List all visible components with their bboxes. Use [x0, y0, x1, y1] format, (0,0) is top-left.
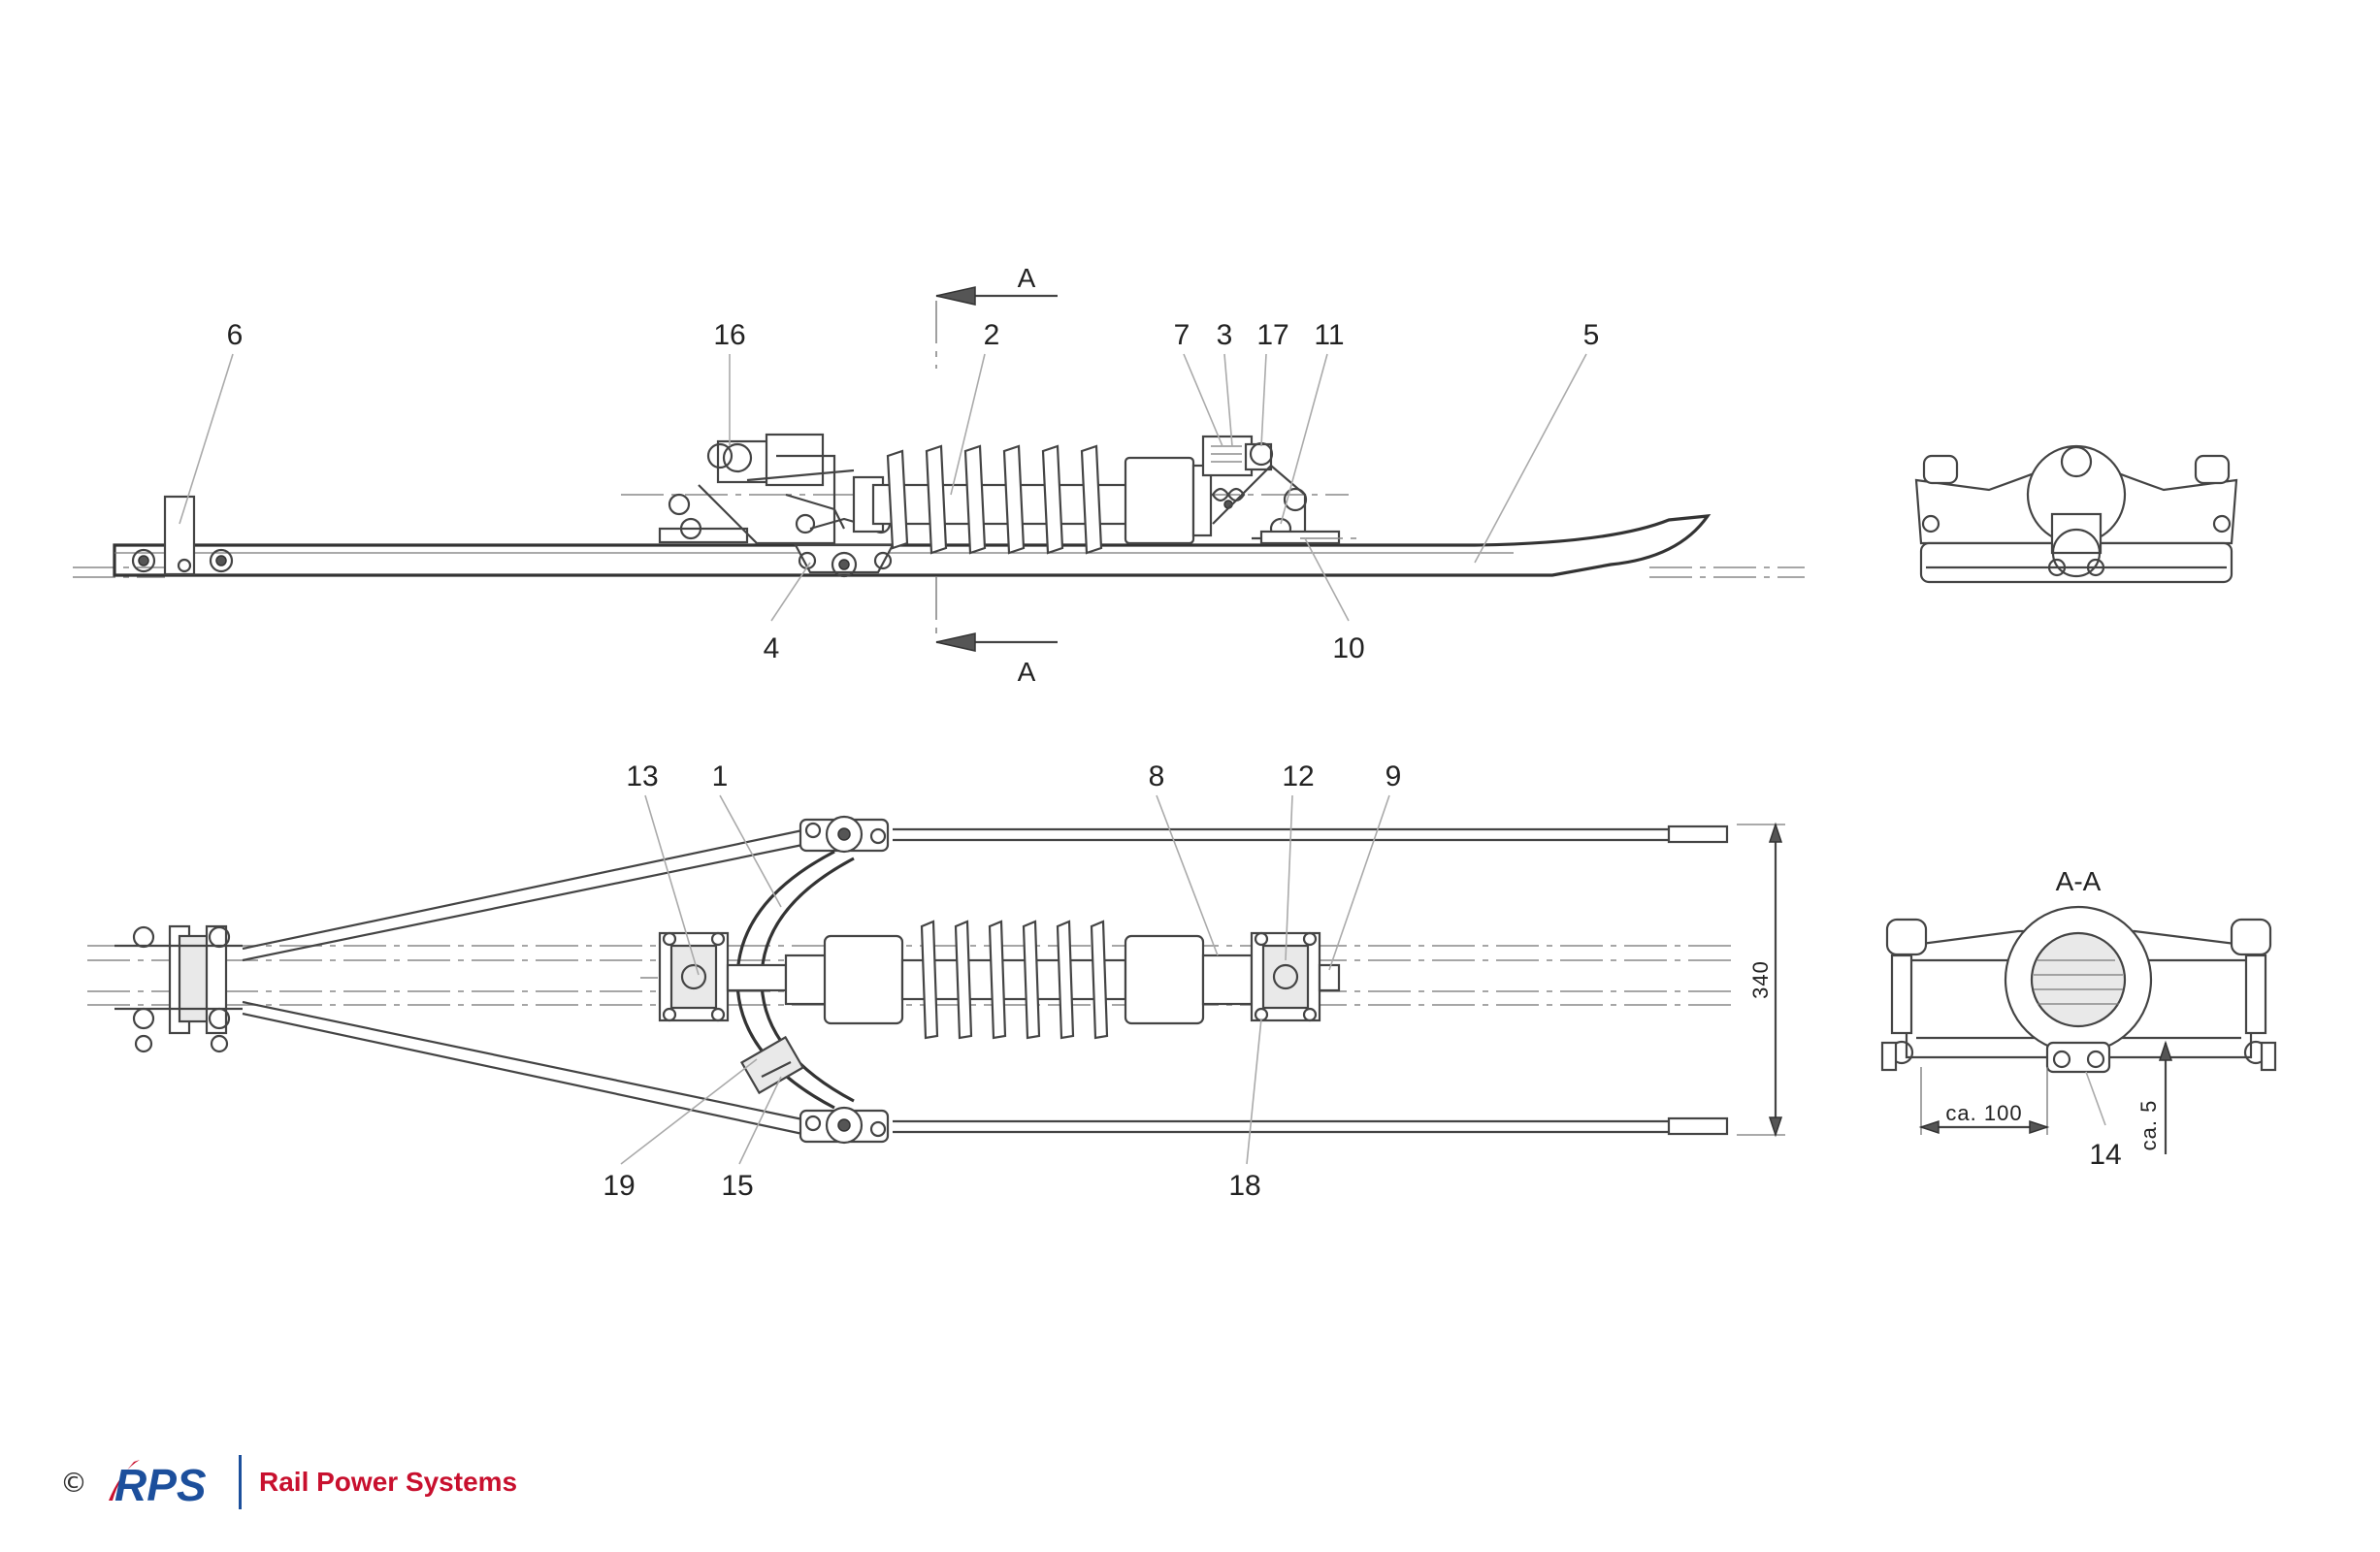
- copyright-symbol: ©: [60, 1466, 87, 1499]
- side-view: [73, 433, 1805, 578]
- part-number-4: 4: [764, 632, 780, 664]
- section-marker-top: A: [1018, 263, 1036, 293]
- part-numbers: 6 16 2 7 3 17 11 5 4 10 13 1 8 12 9 19 1…: [227, 319, 2122, 1202]
- part-number-1: 1: [712, 760, 729, 792]
- part-number-12: 12: [1282, 760, 1314, 792]
- logo-text: RPS: [114, 1460, 207, 1510]
- part-number-19: 19: [603, 1170, 635, 1202]
- part-number-8: 8: [1149, 760, 1165, 792]
- company-name: Rail Power Systems: [259, 1467, 518, 1497]
- part-number-16: 16: [713, 319, 745, 351]
- part-number-2: 2: [984, 319, 1000, 351]
- part-number-11: 11: [1314, 319, 1344, 351]
- section-title: A-A: [2056, 866, 2102, 896]
- footer: © RPS Rail Power Systems: [60, 1448, 517, 1516]
- part-number-17: 17: [1256, 319, 1288, 351]
- part-number-15: 15: [721, 1170, 753, 1202]
- part-number-5: 5: [1583, 319, 1600, 351]
- part-number-3: 3: [1217, 319, 1233, 351]
- rps-logo: RPS: [109, 1460, 207, 1510]
- part-number-6: 6: [227, 319, 244, 351]
- dimension-gap: ca. 5: [2136, 1100, 2161, 1151]
- section-a-a-view: A-A ca. 100 ca. 5: [1880, 866, 2277, 1154]
- dimension-width: 340: [1748, 960, 1773, 999]
- part-number-13: 13: [626, 760, 658, 792]
- part-number-18: 18: [1228, 1170, 1260, 1202]
- section-marker-bottom: A: [1018, 657, 1036, 687]
- part-number-14: 14: [2089, 1139, 2121, 1171]
- part-number-7: 7: [1174, 319, 1190, 351]
- logo-separator: [239, 1455, 242, 1509]
- part-number-10: 10: [1332, 632, 1364, 664]
- leader-lines: [179, 353, 2106, 1165]
- section-cut-markers: A A: [935, 263, 1058, 687]
- logo-swoosh: [109, 1460, 140, 1501]
- end-view: [1914, 444, 2238, 584]
- part-number-9: 9: [1386, 760, 1402, 792]
- top-view: 340: [87, 815, 1785, 1145]
- dimension-offset: ca. 100: [1945, 1101, 2022, 1125]
